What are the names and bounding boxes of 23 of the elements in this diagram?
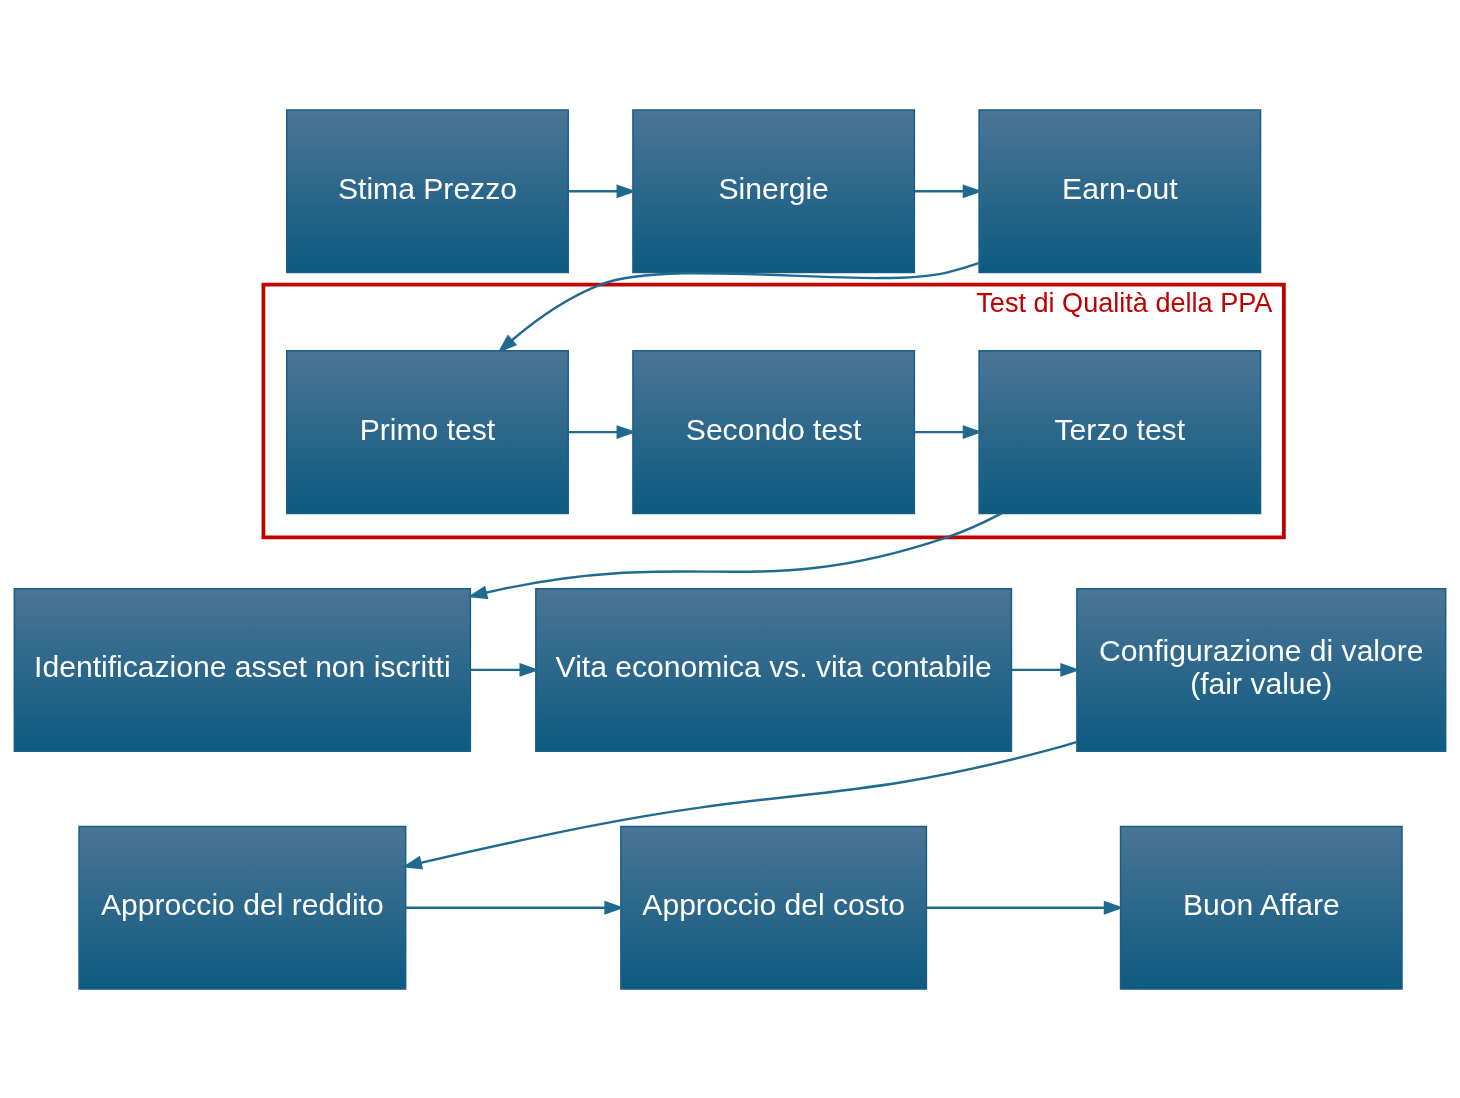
node-box: Buon Affare [1119,825,1403,990]
arrow [914,424,983,439]
node-box: Approccio del reddito [78,825,407,990]
node-box: Approccio del costo [620,825,928,990]
arrow [568,183,637,198]
arrow [467,511,1003,599]
arrow [926,900,1124,915]
arrow [405,900,625,915]
node-box: Vita economica vs. vita contabile [535,587,1013,752]
node-box: Stima Prezzo [286,108,569,273]
arrow [1011,662,1081,677]
node-box: Earn-out [978,108,1262,273]
node-box: Secondo test [632,349,916,514]
node-box: Configurazione di valore (fair value) [1076,587,1447,752]
arrow [914,183,983,198]
node-box: Terzo test [978,349,1262,514]
arrow [402,740,1077,869]
node-box: Identificazione asset non iscritti [13,587,472,752]
arrow [470,662,540,677]
node-box: Primo test [286,349,569,514]
arrow [568,424,637,439]
node-box: Sinergie [632,108,916,273]
arrow [497,261,980,353]
